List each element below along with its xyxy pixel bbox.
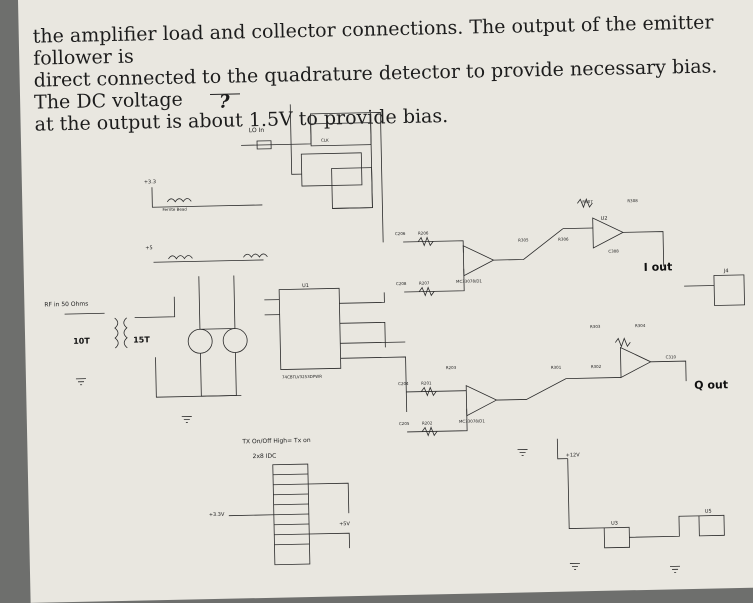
output-connector-j4: [713, 274, 745, 306]
winding-10t-label: 10T: [73, 337, 90, 346]
circuit-schematic: [64, 104, 745, 573]
supply-33v-label: +3.3V: [209, 512, 225, 518]
idc-label: 2x8 IDC: [253, 453, 277, 460]
res-r201: R201: [421, 380, 432, 385]
cap-c208: C208: [396, 281, 407, 286]
ferrite-bead-label: Ferrite Bead: [162, 207, 187, 213]
cap-c205: C205: [399, 421, 410, 426]
supply-5v-label: +5V: [339, 521, 350, 527]
u2-label: U2: [601, 216, 608, 222]
supply-33-label: +3.3: [144, 179, 156, 185]
res-r207: R207: [419, 280, 430, 285]
opamp-u2b: [619, 346, 652, 379]
opamp-u1a: [462, 245, 495, 277]
supply-12v-label: +12V: [566, 452, 581, 458]
mixer-ic-u1: [278, 287, 342, 370]
u1-label: U1: [302, 283, 309, 289]
u5-label: U5: [705, 509, 712, 515]
res-r203: R203: [446, 365, 457, 370]
res-r302: R302: [591, 364, 602, 369]
lo-in-label: LO In: [249, 127, 265, 134]
q-out-label: Q out: [694, 378, 728, 392]
res-r304: R304: [635, 323, 646, 328]
clk-label: CLK: [321, 138, 329, 143]
regulator-u5: [698, 514, 725, 537]
winding-15t-label: 15T: [133, 335, 150, 344]
cap-c310: C310: [666, 354, 677, 359]
cap-c206: C206: [395, 231, 406, 236]
i-out-label: I out: [644, 260, 673, 274]
res-r307: R307: [582, 199, 593, 204]
mixer-part-label: 74CBTLV3253DPWR: [282, 374, 322, 380]
schematic-labels: LO In RF in 50 Ohms I out Q out TX On/Of…: [44, 127, 729, 528]
opamp-b-label: MC33078/D1: [459, 418, 485, 424]
res-r308: R308: [627, 198, 638, 203]
tx-onoff-label: TX On/Off High= Tx on: [241, 437, 311, 445]
cap-c308: C308: [608, 248, 619, 253]
res-r202: R202: [422, 420, 433, 425]
opamp-u2a: [592, 217, 624, 249]
res-r301: R301: [551, 365, 562, 370]
opamp-a-label: MC33078/D1: [456, 278, 482, 284]
rf-in-label: RF in 50 Ohms: [44, 301, 88, 309]
cap-c204: C204: [398, 381, 409, 386]
supply-5-label: +5: [145, 245, 152, 251]
res-r303: R303: [590, 324, 601, 329]
opamp-u1b: [465, 385, 498, 417]
document-page: the amplifier load and collector connect…: [18, 0, 753, 603]
res-r306: R306: [558, 237, 569, 242]
u3-label: U3: [611, 521, 618, 527]
res-r305: R305: [518, 237, 529, 242]
res-r206: R206: [418, 230, 429, 235]
j4-label: J4: [723, 268, 729, 274]
